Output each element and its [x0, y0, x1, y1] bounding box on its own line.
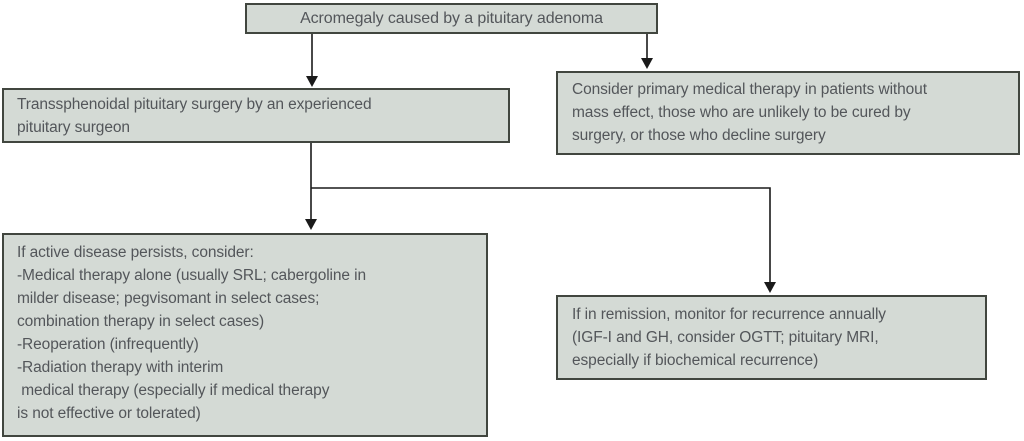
node-remission-monitoring: If in remission, monitor for recurrence …	[556, 295, 987, 380]
node-primary-medical-therapy-label: Consider primary medical therapy in pati…	[572, 81, 927, 144]
arrow-start-to-surgery	[306, 34, 318, 87]
node-transsphenoidal-surgery-label: Transsphenoidal pituitary surgery by an …	[17, 96, 372, 136]
arrow-start-to-primary-medical	[641, 34, 653, 69]
node-active-disease-persists-label: If active disease persists, consider: -M…	[17, 244, 367, 422]
node-active-disease-persists: If active disease persists, consider: -M…	[2, 233, 488, 437]
node-acromegaly-start: Acromegaly caused by a pituitary adenoma	[245, 3, 658, 34]
node-acromegaly-start-label: Acromegaly caused by a pituitary adenoma	[300, 10, 603, 27]
node-transsphenoidal-surgery: Transsphenoidal pituitary surgery by an …	[2, 88, 510, 143]
node-remission-monitoring-label: If in remission, monitor for recurrence …	[572, 306, 886, 369]
arrow-surgery-to-active-disease	[305, 143, 317, 230]
node-primary-medical-therapy: Consider primary medical therapy in pati…	[556, 71, 1020, 155]
